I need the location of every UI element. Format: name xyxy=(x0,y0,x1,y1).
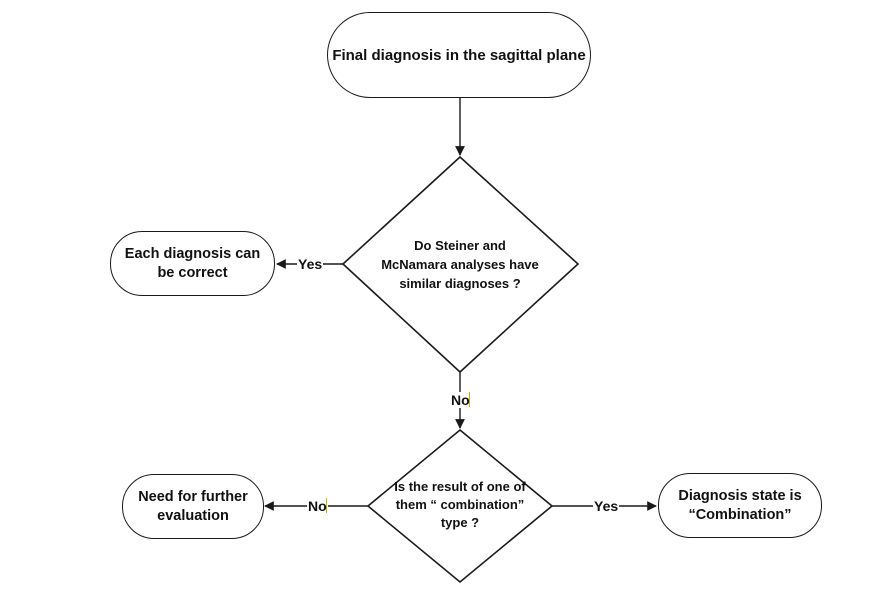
combination-state-terminal: Diagnosis state is “Combination” xyxy=(658,473,822,538)
decision-combination-label: Is the result of one of them “ combinati… xyxy=(394,479,526,530)
each-diagnosis-label: Each diagnosis can be correct xyxy=(124,245,261,281)
further-evaluation-label: Need for further evaluation xyxy=(138,488,248,524)
edge-label-combination-no: No xyxy=(307,498,328,514)
further-evaluation-terminal: Need for further evaluation xyxy=(122,474,264,539)
each-diagnosis-terminal: Each diagnosis can be correct xyxy=(110,231,275,296)
decision-similar-label: Do Steiner and McNamara analyses have si… xyxy=(381,238,539,291)
edge-label-similar-yes: Yes xyxy=(297,256,324,272)
edge-label-combination-yes: Yes xyxy=(593,498,620,514)
start-terminal: Final diagnosis in the sagittal plane xyxy=(327,12,591,98)
edge-label-similar-no: No xyxy=(450,392,471,408)
start-terminal-label: Final diagnosis in the sagittal plane xyxy=(332,46,586,64)
decision-diamond-combination xyxy=(366,428,554,584)
text-cursor-mark xyxy=(469,392,470,407)
text-cursor-mark xyxy=(326,498,327,513)
combination-state-label: Diagnosis state is “Combination” xyxy=(678,487,802,523)
